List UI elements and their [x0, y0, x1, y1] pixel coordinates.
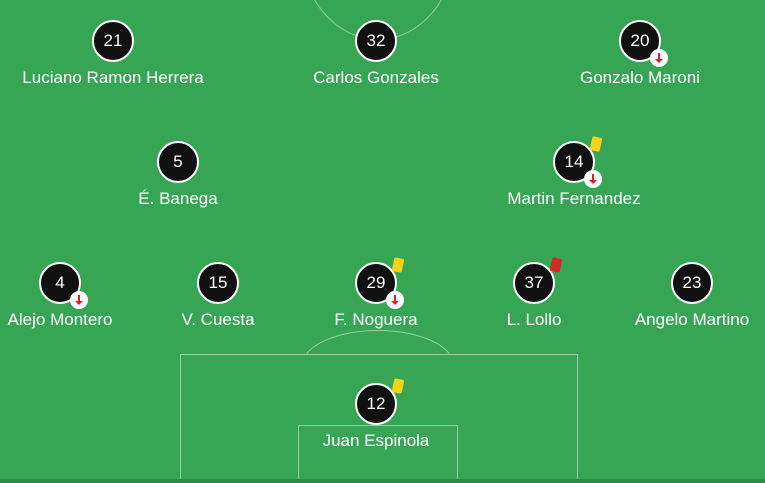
player-number: 29 — [355, 257, 405, 309]
pitch-bottom-edge — [0, 479, 765, 483]
player-marker[interactable]: 14 Martin Fernandez — [464, 136, 684, 209]
yellow-card-icon — [589, 136, 603, 152]
penalty-box — [180, 354, 578, 483]
player-number: 37 — [513, 257, 563, 304]
player-marker[interactable]: 5 É. Banega — [68, 141, 288, 209]
number-text: 4 — [55, 273, 65, 292]
player-name: Juan Espinola — [322, 431, 430, 450]
player-number: 14 — [553, 136, 603, 188]
player-number: 4 — [39, 262, 88, 309]
player-name: F. Noguera — [334, 310, 418, 329]
player-marker[interactable]: 32 Carlos Gonzales — [266, 20, 486, 88]
sub-out-arrow-icon — [650, 49, 668, 67]
player-name: É. Banega — [138, 189, 218, 208]
player-number: 15 — [197, 262, 239, 304]
player-marker[interactable]: 20 Gonzalo Maroni — [530, 20, 750, 88]
player-name: Alejo Montero — [7, 310, 113, 329]
number-text: 29 — [366, 273, 386, 292]
player-name: Luciano Ramon Herrera — [22, 68, 204, 87]
number-text: 23 — [682, 273, 702, 292]
number-text: 37 — [524, 273, 544, 292]
number-text: 5 — [173, 152, 183, 171]
player-marker[interactable]: 23 Angelo Martino — [582, 262, 765, 330]
sub-out-arrow-icon — [386, 291, 404, 309]
player-number: 21 — [92, 20, 134, 62]
player-marker[interactable]: 15 V. Cuesta — [108, 262, 328, 330]
player-number: 20 — [619, 20, 668, 67]
yellow-card-icon — [391, 378, 405, 394]
number-text: 32 — [366, 31, 386, 50]
player-name: Angelo Martino — [634, 310, 750, 329]
number-text: 15 — [208, 273, 228, 292]
sub-out-arrow-icon — [70, 291, 88, 309]
player-name: Gonzalo Maroni — [579, 68, 700, 87]
player-marker[interactable]: 4 Alejo Montero — [0, 262, 170, 330]
red-card-icon — [549, 257, 563, 273]
player-number: 5 — [157, 141, 199, 183]
sub-out-arrow-icon — [584, 170, 602, 188]
player-name: V. Cuesta — [181, 310, 255, 329]
player-marker[interactable]: 21 Luciano Ramon Herrera — [3, 20, 223, 88]
player-name: Carlos Gonzales — [313, 68, 439, 87]
player-name: Martin Fernandez — [507, 189, 641, 208]
number-text: 20 — [630, 31, 650, 50]
player-number: 23 — [671, 262, 713, 304]
player-name: L. Lollo — [506, 310, 562, 329]
player-number: 12 — [355, 378, 405, 425]
goal-box — [298, 425, 458, 483]
number-text: 12 — [366, 394, 386, 413]
player-marker[interactable]: 29 F. Noguera — [266, 257, 486, 330]
player-marker[interactable]: 37 L. Lollo — [424, 257, 644, 330]
number-text: 21 — [103, 31, 123, 50]
player-marker[interactable]: 12 Juan Espinola — [266, 378, 486, 451]
yellow-card-icon — [391, 257, 405, 273]
player-number: 32 — [355, 20, 397, 62]
number-text: 14 — [564, 152, 584, 171]
